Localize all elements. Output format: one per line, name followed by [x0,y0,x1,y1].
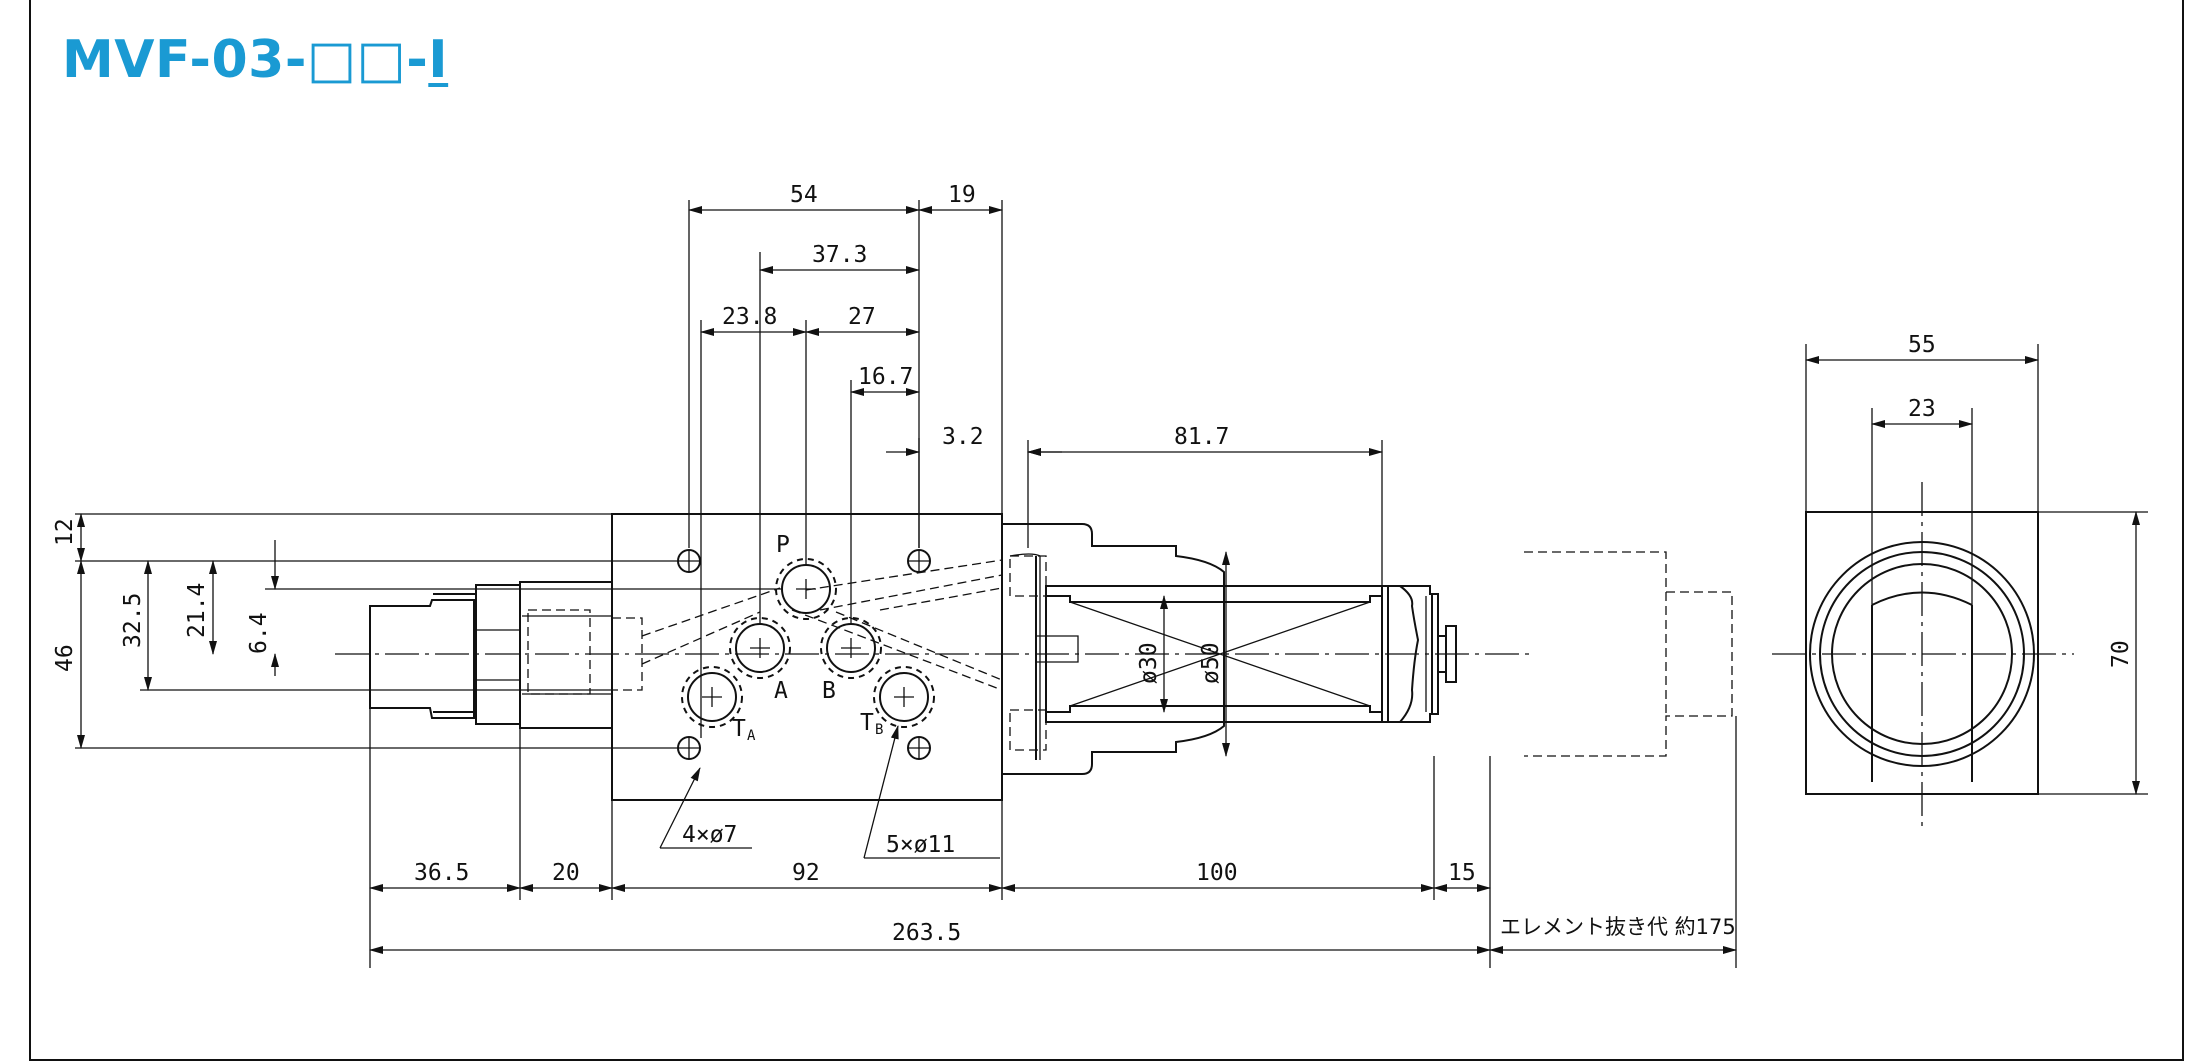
dim-27: 27 [848,304,876,330]
dim-81-7: 81.7 [1174,424,1229,450]
side-dim-70: 70 [2108,640,2134,668]
dim-3-2: 3.2 [942,424,984,450]
dim-54: 54 [790,182,818,208]
port-label-tb: T [860,710,874,736]
port-label-ta-sub: A [747,728,756,744]
note-large-holes: 5×ø11 [886,832,955,858]
port-label-a: A [774,678,788,704]
extension-lines [75,200,1737,968]
dim-15: 15 [1448,860,1476,886]
side-dim-55: 55 [1908,332,1936,358]
solenoid-assembly [1002,523,1457,775]
dim-37-3: 37.3 [812,242,867,268]
dim-46: 46 [52,644,78,672]
note-element-removal: エレメント抜き代 約175 [1500,915,1736,939]
dim-21-4: 21.4 [184,583,210,638]
port-label-tb-sub: B [875,722,883,738]
front-view: P A B T A T B [52,182,1737,968]
hole-center-marks [679,551,929,758]
note-small-holes: 4×ø7 [682,822,737,848]
side-dim-23: 23 [1908,396,1936,422]
dim-6-4: 6.4 [246,612,272,654]
port-label-ta: T [732,716,746,742]
model-title-prefix: MVF-03-□□- [62,30,429,90]
left-plug [369,581,643,729]
dim-263-5: 263.5 [892,920,961,946]
dim-12: 12 [52,518,78,546]
dim-100: 100 [1196,860,1238,886]
dim-20: 20 [552,860,580,886]
dimension-lines [77,206,1737,954]
port-holes [677,549,935,760]
dim-92: 92 [792,860,820,886]
diameter-inner: ø30 [1136,642,1162,684]
valve-body: P A B T A T B [611,513,1003,801]
leader-lines [659,726,1000,859]
port-label-p: P [776,532,790,558]
body-outline [611,513,1003,801]
port-label-b: B [822,678,836,704]
dim-32-5: 32.5 [120,593,146,648]
diameter-outer: ø50 [1198,642,1224,684]
dim-16-7: 16.7 [858,364,913,390]
model-title: MVF-03-□□-I [62,30,448,90]
model-title-suffix: I [428,30,449,90]
dim-23-8: 23.8 [722,304,777,330]
dim-36-5: 36.5 [414,860,469,886]
removal-envelope [1524,551,1733,757]
side-view: 55 23 70 [1772,332,2148,830]
dim-19: 19 [948,182,976,208]
